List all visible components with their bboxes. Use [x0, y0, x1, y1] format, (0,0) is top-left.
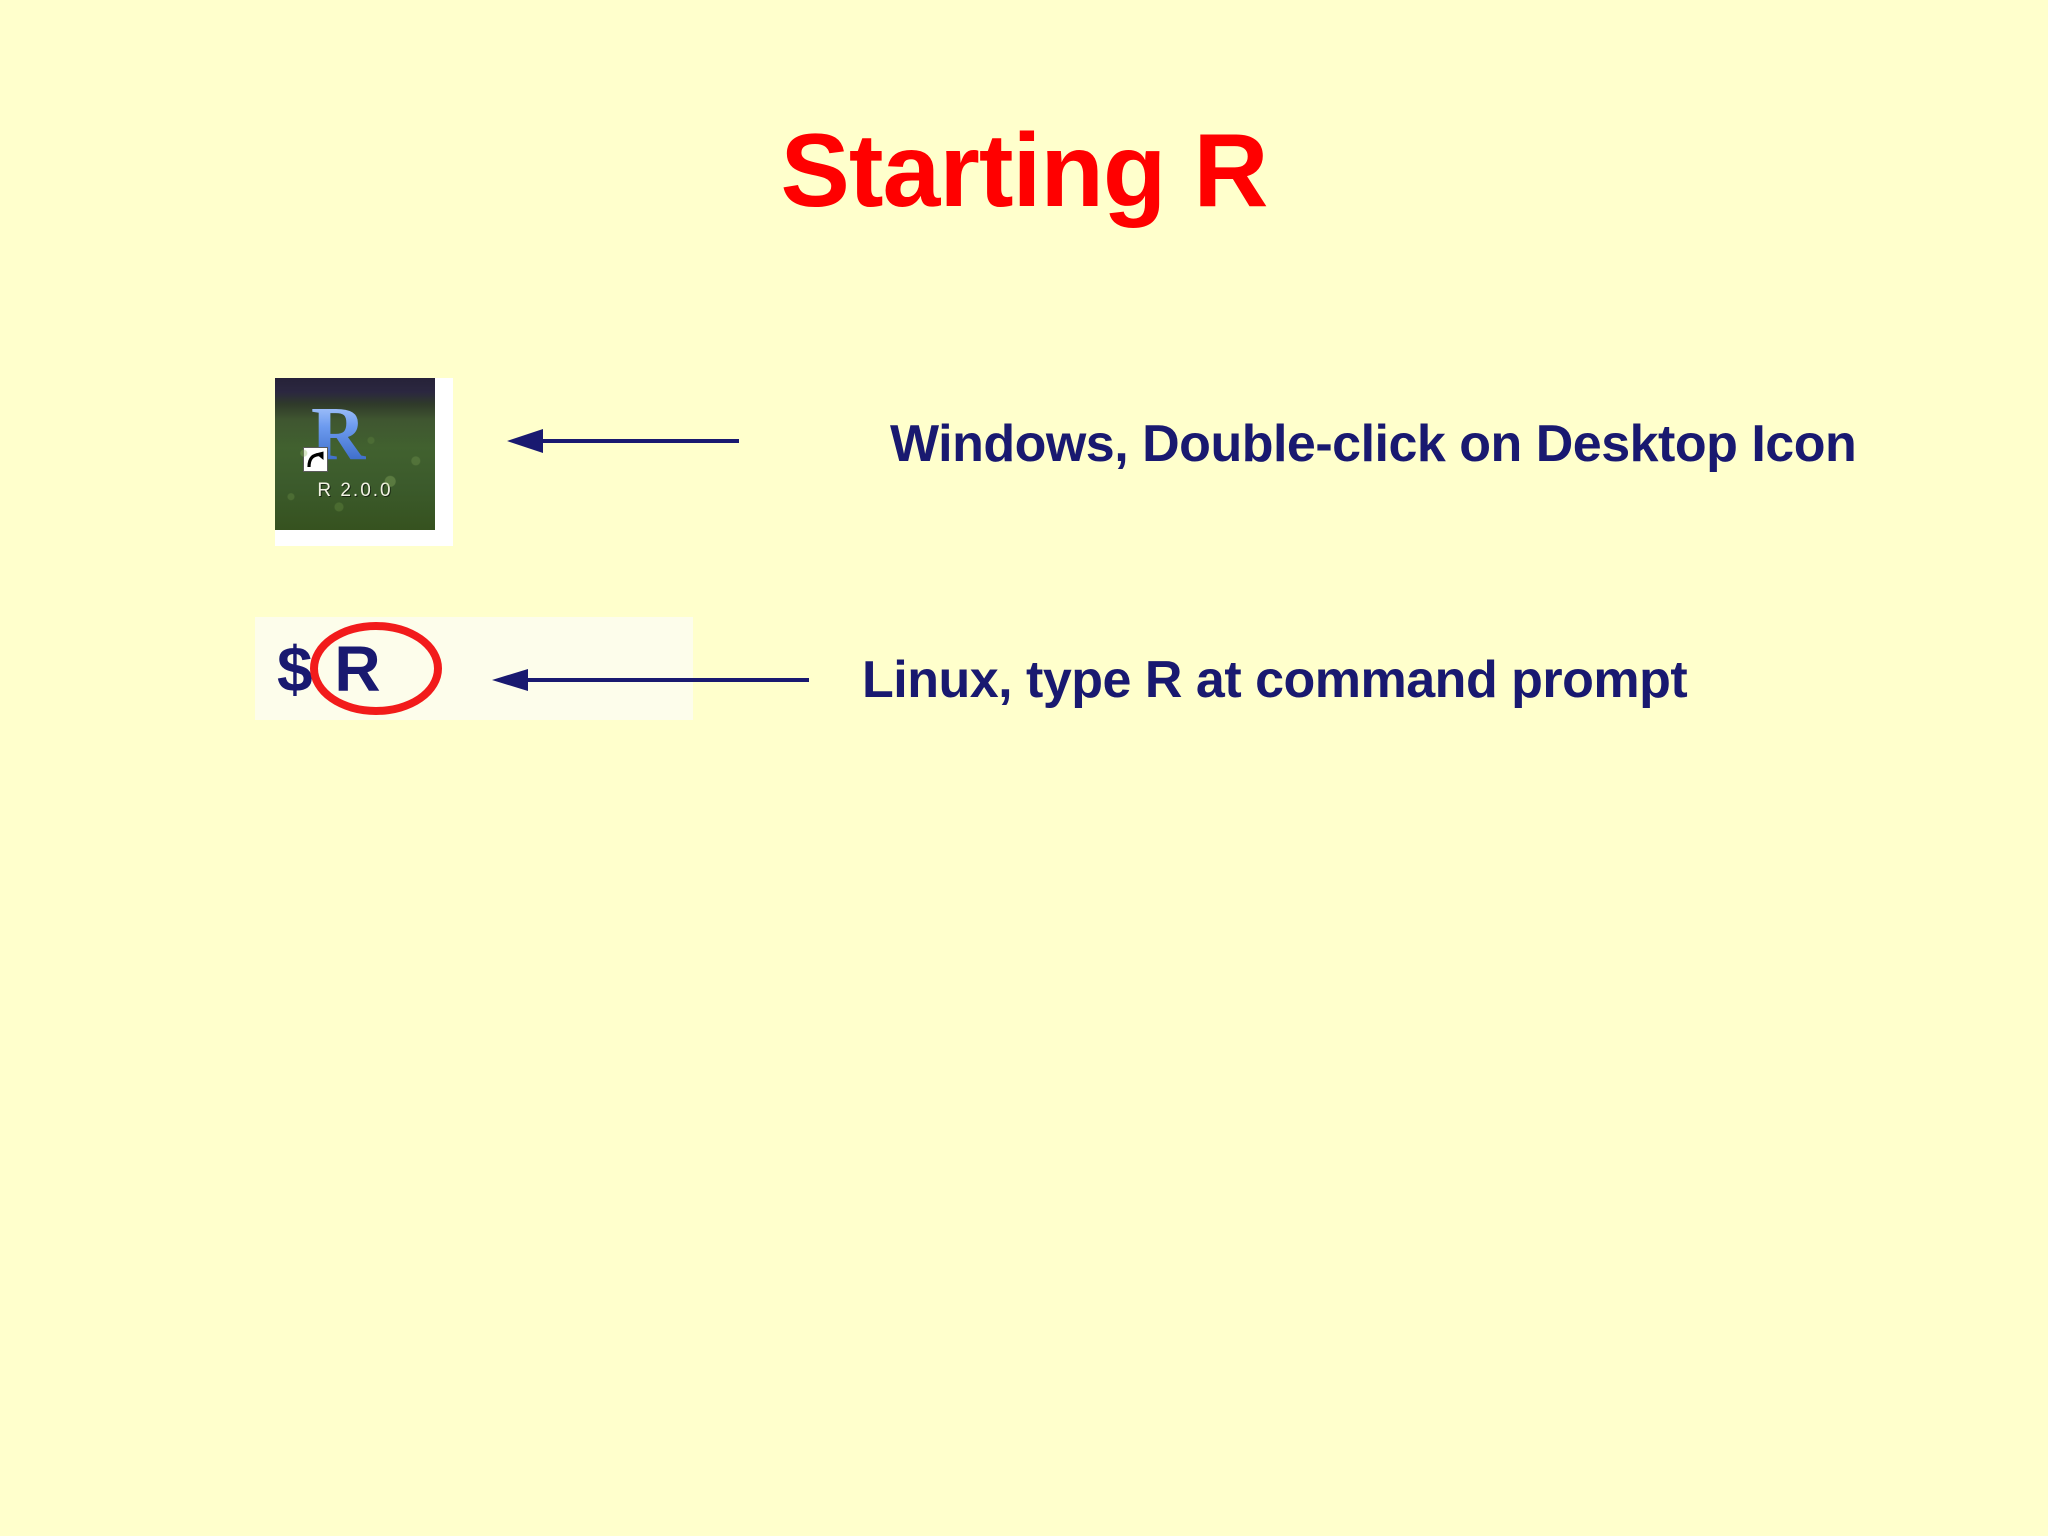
r-logo-icon: R: [311, 392, 366, 476]
windows-instruction-text: Windows, Double-click on Desktop Icon: [890, 415, 1857, 473]
page-title: Starting R: [780, 113, 1269, 229]
desktop-wallpaper-backdrop: R R 2.0.0: [275, 378, 435, 530]
red-ellipse-highlight: [310, 622, 442, 715]
shortcut-arrow-overlay-icon: [303, 447, 328, 472]
linux-instruction-text: Linux, type R at command prompt: [862, 651, 1688, 709]
pointer-arrow-left-windows: [505, 426, 740, 456]
pointer-arrow-left-linux: [490, 665, 810, 695]
desktop-icon-label: R 2.0.0: [317, 480, 393, 501]
windows-instruction-row: R R 2.0.0 Windows, Double-click on Deskt…: [0, 378, 2048, 558]
linux-instruction-row: $ R Linux, type R at command prompt: [0, 617, 2048, 747]
r-desktop-shortcut-icon[interactable]: R R 2.0.0: [275, 378, 453, 546]
